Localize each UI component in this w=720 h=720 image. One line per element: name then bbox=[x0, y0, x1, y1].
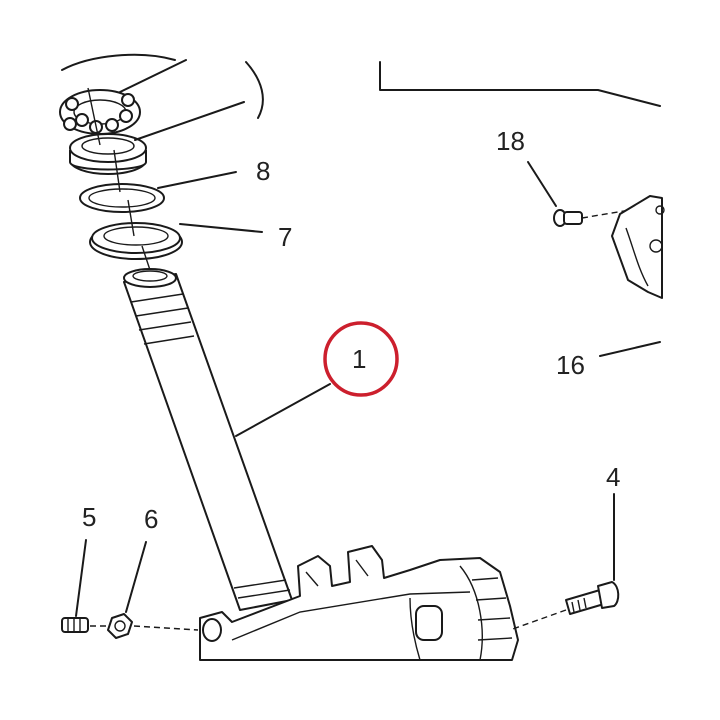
callout-highlight-circle bbox=[323, 321, 399, 397]
callout-1-label: 1 bbox=[352, 344, 366, 374]
callout-7-label: 7 bbox=[278, 222, 292, 252]
callout-16-label: 16 bbox=[556, 350, 585, 380]
assembly-axis-lines bbox=[87, 87, 151, 271]
dust-cover-part bbox=[89, 222, 263, 260]
callout-5-label: 5 bbox=[82, 502, 96, 532]
callout-4-label: 4 bbox=[606, 462, 620, 492]
screw-part bbox=[527, 161, 631, 227]
bracket-part bbox=[599, 195, 665, 357]
bearing-part bbox=[59, 53, 187, 135]
bearing-cup-part bbox=[69, 101, 245, 175]
callout-8-label: 8 bbox=[256, 156, 270, 186]
seal-ring-part bbox=[79, 171, 237, 213]
callout-6-label: 6 bbox=[144, 504, 158, 534]
callout-1-leader bbox=[235, 383, 331, 437]
stud-part bbox=[61, 539, 89, 633]
bolt-part bbox=[509, 493, 620, 631]
nut-part bbox=[90, 541, 199, 639]
steering-stem-tube-part bbox=[123, 268, 293, 611]
frame-reference-lines bbox=[245, 61, 661, 119]
lower-triple-clamp-part bbox=[199, 545, 519, 661]
callout-18-label: 18 bbox=[496, 126, 525, 156]
